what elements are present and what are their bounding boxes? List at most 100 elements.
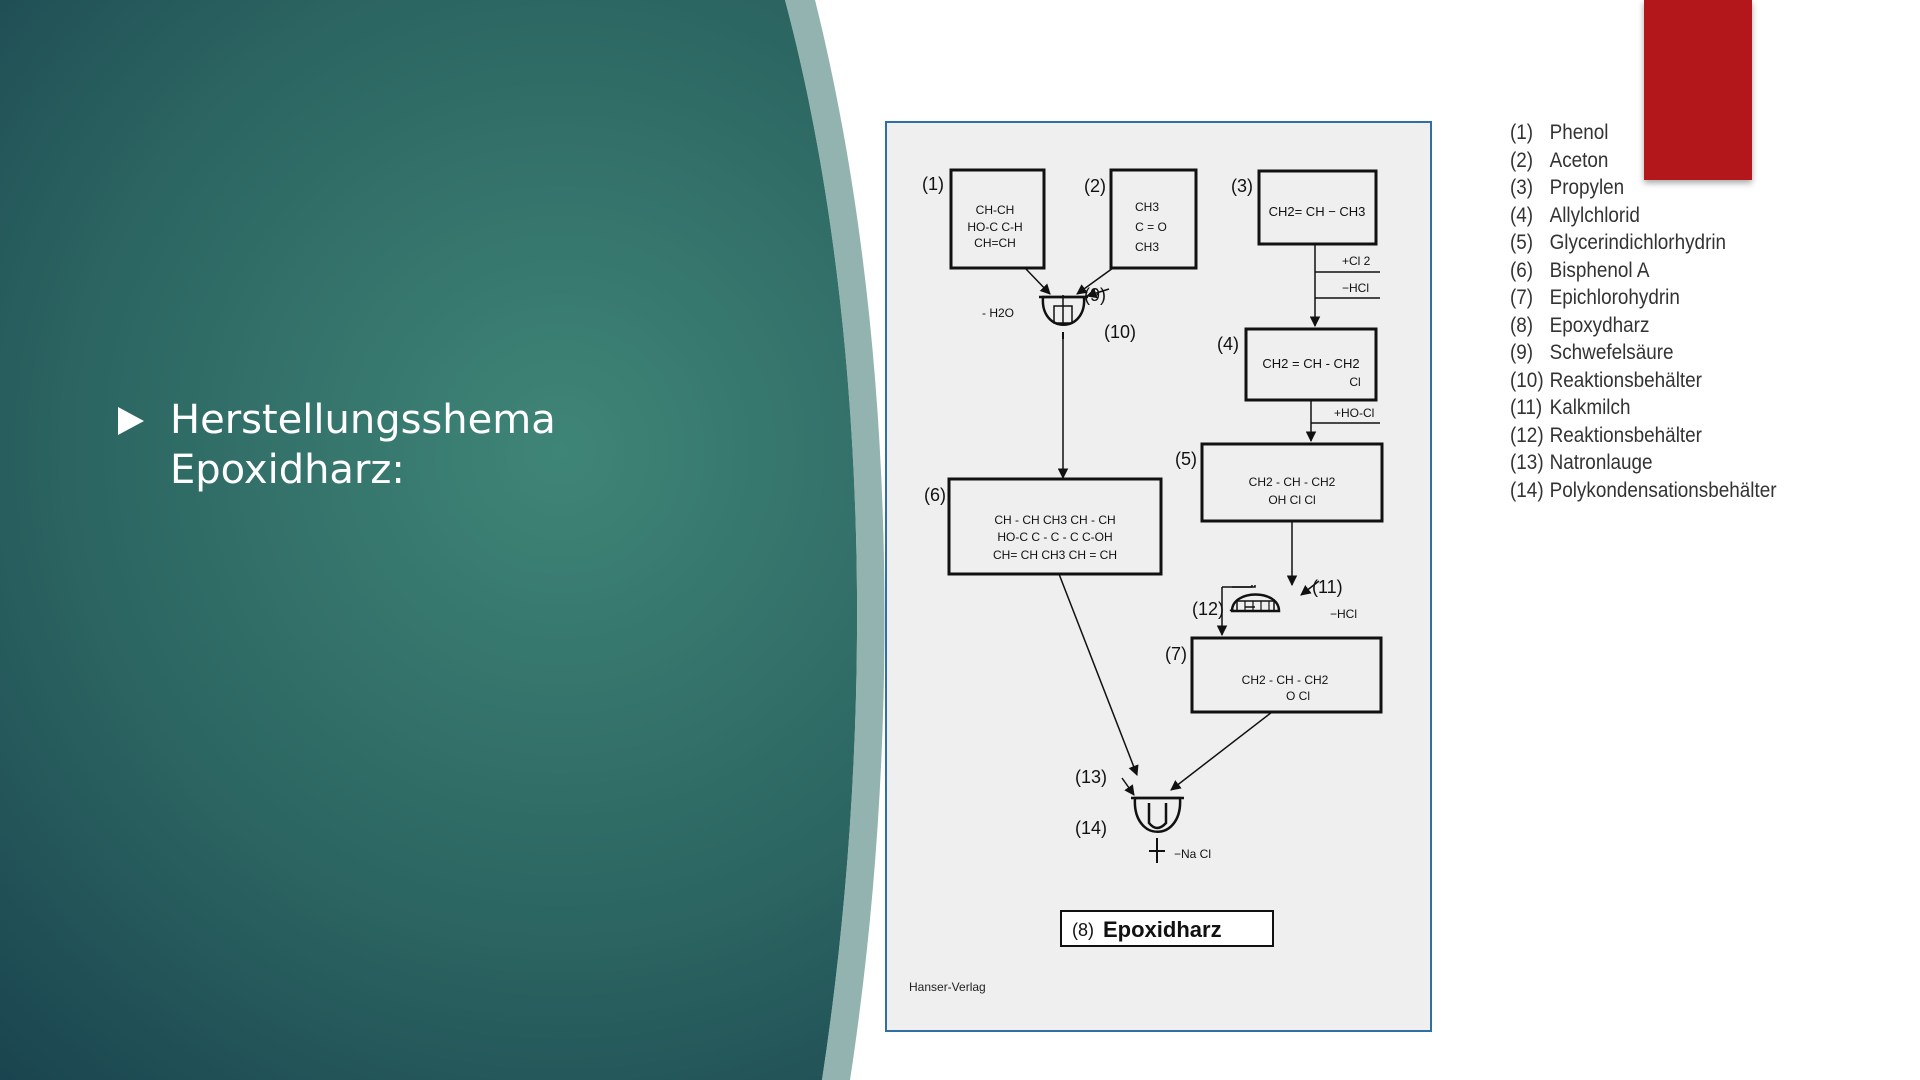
legend-list: (1) Phenol (2) Aceton (3) Propylen (4) Allylchl…: [1510, 119, 1777, 504]
svg-text:Epoxidharz: Epoxidharz: [1103, 917, 1222, 942]
legend-number: (3): [1510, 176, 1534, 199]
legend-item: (4) Allylchlorid: [1510, 202, 1777, 230]
svg-text:CH2 - CH - CH2: CH2 - CH - CH2: [1242, 673, 1329, 687]
box-aceton: (2) CH3 C = O CH3: [1084, 168, 1198, 270]
box-allylchlorid: (4) CH2 = CH - CH2 Cl: [1217, 327, 1378, 402]
box-phenol: (1) CH-CH HO-C C-H CH=CH: [922, 168, 1046, 270]
legend-item: (12)Reaktionsbehälter: [1510, 422, 1777, 450]
flow-lines: [1024, 244, 1380, 796]
reagent-minus-nacl: −Na Cl: [1174, 847, 1211, 861]
reagent-plus-cl2: +Cl 2: [1342, 254, 1371, 268]
heading-line-2: Epoxidharz:: [170, 447, 405, 493]
svg-text:CH-CH: CH-CH: [976, 203, 1015, 217]
legend-number: (12): [1510, 423, 1544, 447]
legend-item: (10)Reaktionsbehälter: [1510, 367, 1777, 395]
box-epichlorohydrin: (7) CH2 - CH - CH2 O Cl: [1165, 636, 1383, 714]
legend-text: Natronlauge: [1549, 451, 1653, 474]
legend-text: Propylen: [1549, 176, 1625, 199]
svg-text:(1): (1): [922, 174, 944, 194]
legend-item: (2) Aceton: [1510, 147, 1777, 175]
legend-text: Reaktionsbehälter: [1549, 423, 1702, 447]
svg-text:OH Cl Cl: OH Cl Cl: [1268, 493, 1315, 507]
red-accent-tab: [1644, 0, 1752, 180]
label-11: (11): [1312, 577, 1343, 597]
svg-text:CH2 = CH - CH2: CH2 = CH - CH2: [1262, 356, 1359, 371]
legend-text: Aceton: [1549, 148, 1609, 172]
reagent-minus-hcl-2: −HCl: [1330, 607, 1357, 621]
legend-number: (2): [1510, 148, 1534, 172]
box-bisphenol-a: (6) CH - CH CH3 CH - CH HO-C C - C - C C…: [924, 477, 1163, 576]
triangle-right-icon: [118, 407, 144, 435]
svg-text:(4): (4): [1217, 334, 1239, 354]
legend-text: Reaktionsbehälter: [1549, 368, 1702, 392]
source-credit: Hanser-Verlag: [909, 980, 986, 994]
legend-item: (9) Schwefelsäure: [1510, 339, 1777, 367]
svg-text:(3): (3): [1231, 176, 1253, 196]
svg-text:CH2= CH − CH3: CH2= CH − CH3: [1269, 204, 1366, 219]
legend-item: (3) Propylen: [1510, 174, 1777, 202]
vessel-14-reactor: [1131, 796, 1184, 863]
legend-text: Allylchlorid: [1549, 203, 1640, 227]
legend-text: Polykondensationsbehälter: [1549, 478, 1777, 502]
legend-number: (13): [1510, 451, 1544, 474]
label-14: (14): [1075, 818, 1107, 838]
legend-item: (8) Epoxydharz: [1510, 312, 1777, 340]
reagent-minus-h2o: - H2O: [982, 306, 1014, 320]
legend-number: (6): [1510, 258, 1534, 282]
svg-text:HO-C C-H: HO-C C-H: [967, 220, 1022, 234]
legend-number: (4): [1510, 203, 1534, 227]
reagent-plus-hocl: +HO-Cl: [1334, 406, 1374, 420]
box-glycerindichlorhydrin: (5) CH2 - CH - CH2 OH Cl Cl: [1175, 442, 1384, 523]
heading-line-1: Herstellungsshema: [170, 397, 556, 443]
label-9: (9): [1084, 285, 1106, 305]
vessel-12-reactor: [1230, 593, 1281, 613]
legend-number: (7): [1510, 286, 1534, 309]
production-scheme-figure: (1) CH-CH HO-C C-H CH=CH (2) CH3 C = O C…: [885, 121, 1432, 1032]
svg-text:(2): (2): [1084, 176, 1106, 196]
svg-text:(6): (6): [924, 485, 946, 505]
legend-item: (13)Natronlauge: [1510, 449, 1777, 477]
legend-number: (9): [1510, 341, 1534, 364]
svg-text:C = O: C = O: [1135, 220, 1167, 234]
legend-item: (11) Kalkmilch: [1510, 394, 1777, 422]
legend-item: (7) Epichlorohydrin: [1510, 284, 1777, 312]
legend-text: Kalkmilch: [1549, 396, 1631, 419]
legend-text: Epoxydharz: [1549, 313, 1650, 337]
svg-text:CH - CH CH3 CH - CH: CH - CH CH3 CH - CH: [994, 513, 1115, 527]
svg-text:(5): (5): [1175, 449, 1197, 469]
legend-item: (14)Polykondensationsbehälter: [1510, 477, 1777, 505]
svg-text:O Cl: O Cl: [1286, 689, 1310, 703]
svg-text:Cl: Cl: [1349, 375, 1360, 389]
svg-text:HO-C C - C - C: HO-C C - C - C C-OH: [997, 530, 1112, 544]
svg-text:CH3: CH3: [1135, 240, 1159, 254]
box-propylen: (3) CH2= CH − CH3: [1231, 169, 1378, 246]
legend-number: (1): [1510, 121, 1534, 144]
legend-number: (10): [1510, 368, 1544, 392]
label-12: (12) -: [1192, 599, 1235, 619]
legend-number: (5): [1510, 231, 1534, 254]
label-10: (10): [1104, 322, 1136, 342]
svg-text:CH= CH CH3 CH = CH: CH= CH CH3 CH = CH: [993, 548, 1117, 562]
legend-text: Bisphenol A: [1549, 258, 1650, 282]
legend-number: (11): [1510, 396, 1543, 419]
legend-number: (8): [1510, 313, 1534, 337]
panel-edge-highlight: [785, 0, 885, 1080]
vessel-10-reactor: [1039, 295, 1088, 339]
panel-shape: [0, 0, 858, 1080]
svg-text:CH=CH: CH=CH: [974, 236, 1016, 250]
legend-text: Epichlorohydrin: [1549, 286, 1680, 309]
legend-text: Phenol: [1549, 121, 1609, 144]
legend-number: (14): [1510, 478, 1544, 502]
label-13: (13): [1075, 767, 1107, 787]
legend-item: (6) Bisphenol A: [1510, 257, 1777, 285]
slide-heading: Herstellungsshema Epoxidharz:: [170, 395, 556, 495]
legend-text: Schwefelsäure: [1549, 341, 1674, 364]
product-box-epoxidharz: (8) Epoxidharz: [1060, 910, 1274, 947]
legend-item: (1) Phenol: [1510, 119, 1777, 147]
legend-text: Glycerindichlorhydrin: [1549, 231, 1727, 254]
reagent-minus-hcl-1: −HCl: [1342, 281, 1369, 295]
svg-text:(7): (7): [1165, 644, 1187, 664]
svg-text:(8): (8): [1072, 920, 1094, 940]
